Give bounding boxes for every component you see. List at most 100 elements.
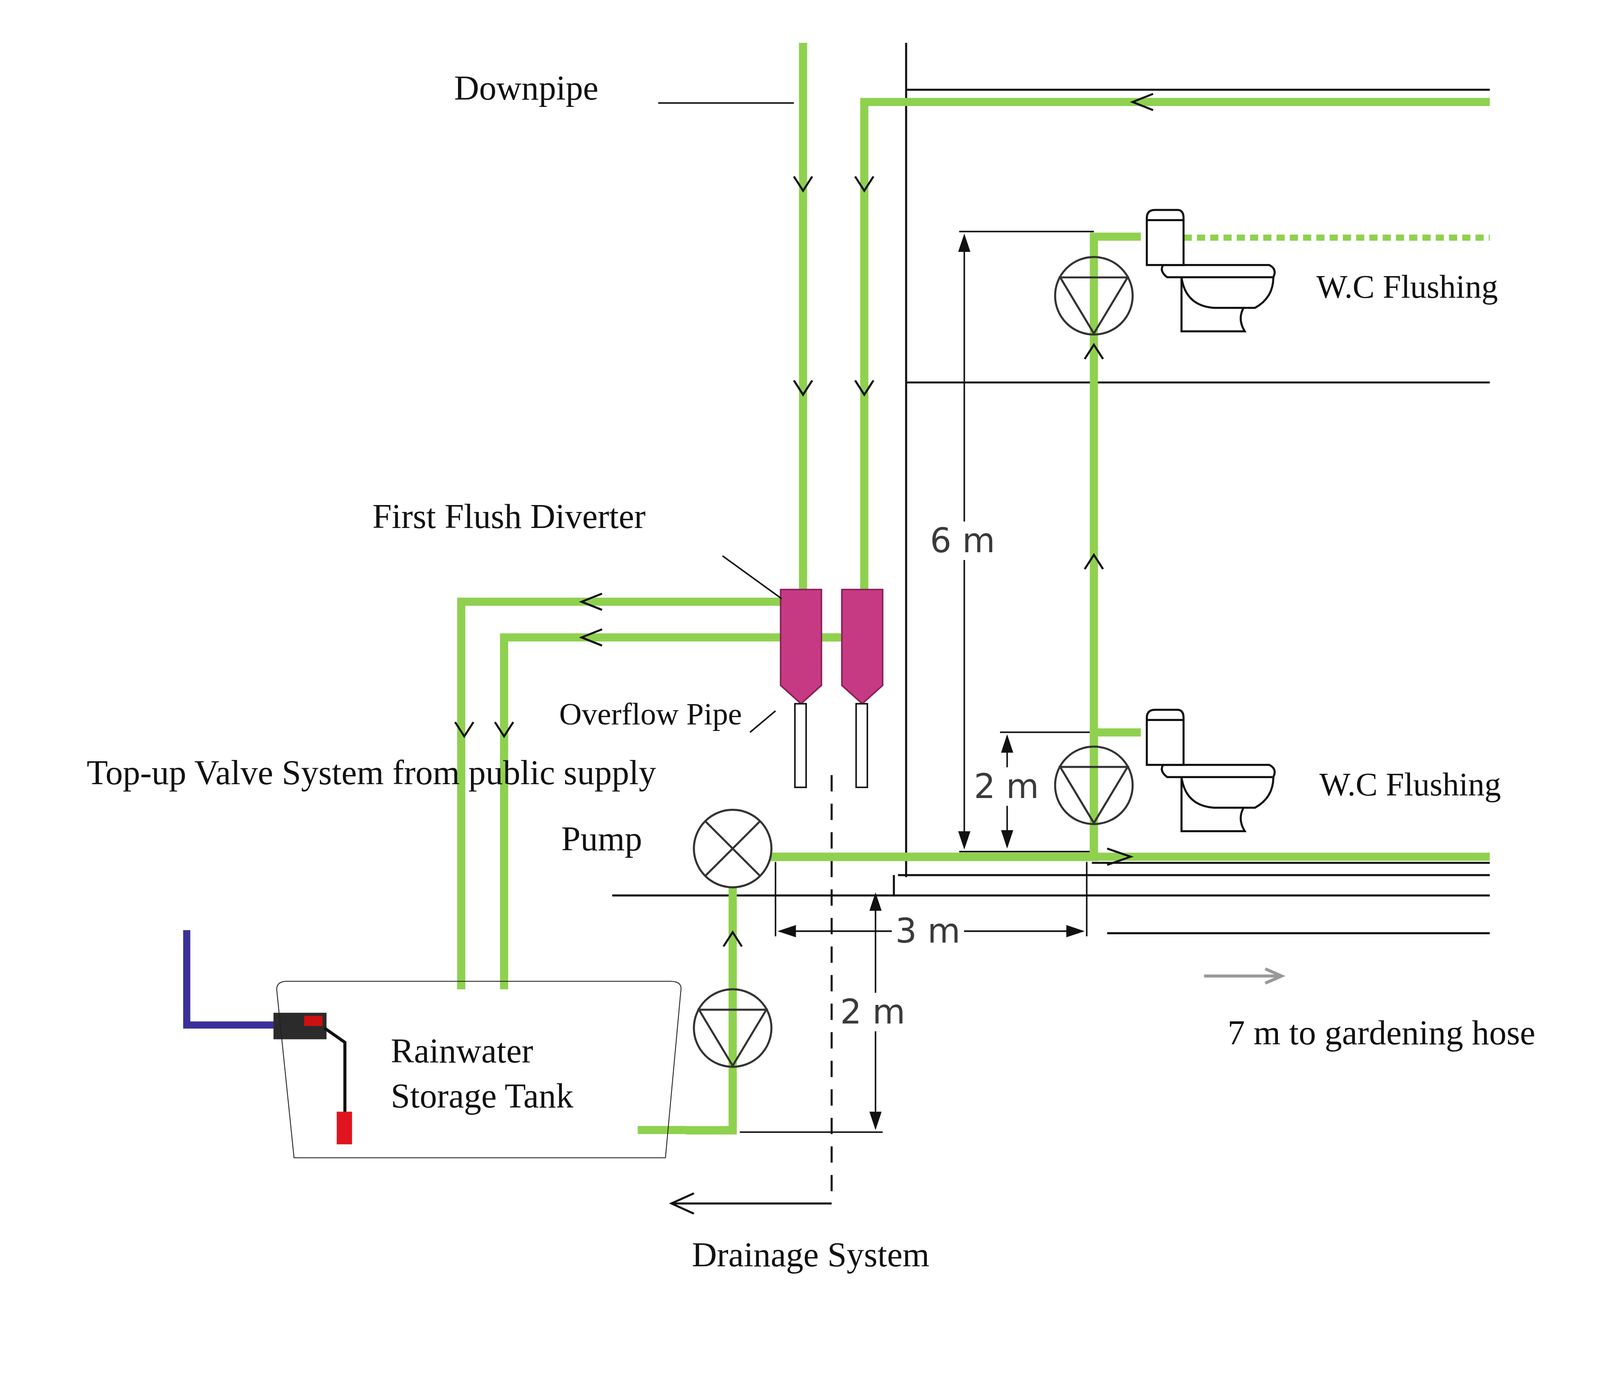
- toilet-symbol: [1146, 210, 1184, 266]
- dimension-arrowheads: [958, 831, 971, 850]
- dimension-arrowheads: [1000, 830, 1013, 849]
- toilet-symbol: [1146, 719, 1184, 722]
- toilet-symbol: [1146, 210, 1275, 332]
- dimension-arrowheads: [1000, 734, 1013, 753]
- dimension-lines: [1000, 731, 1094, 734]
- note-label: 7 m to gardening hose: [1227, 1010, 1600, 1056]
- cistern-feed: [1183, 234, 1490, 241]
- flow-chevrons: [793, 176, 813, 191]
- dimension-arrowheads: [777, 233, 1085, 1131]
- dimension-lines: [1086, 861, 1088, 937]
- garden-arrow: [1203, 974, 1278, 978]
- flow-chevrons: [581, 629, 603, 646]
- leader-line: [750, 711, 776, 733]
- flow-chevrons: [494, 722, 513, 737]
- dimension-label: 2 m: [836, 993, 909, 1033]
- drainage-line: [671, 775, 832, 1214]
- wc-fixture: W.C Flushing: [1140, 203, 1529, 342]
- dimension-label: 3 m: [891, 912, 964, 952]
- check-valve-symbol: [1054, 257, 1133, 335]
- flow-chevrons: [454, 722, 474, 737]
- part-label: Drainage System: [691, 1232, 1039, 1278]
- pipes: [864, 102, 1491, 592]
- pipes: [799, 42, 808, 592]
- pump-symbol: [693, 809, 772, 888]
- dimension-arrowheads: [1066, 925, 1085, 938]
- node-label: W.C Flushing: [1316, 265, 1499, 309]
- dimension-arrowheads: [777, 925, 796, 938]
- flow-chevrons: [1132, 93, 1153, 111]
- overflow-pipe: [794, 703, 807, 788]
- water-pipe: [685, 732, 1141, 1131]
- toilet-symbol: [1181, 277, 1274, 309]
- building-lines: [905, 42, 908, 878]
- top-up-valve: [303, 1016, 323, 1027]
- top-up-valve: [186, 930, 352, 1145]
- building-lines: [906, 88, 1490, 91]
- dimension-arrowheads: [958, 233, 971, 252]
- storage-tank: Rainwater Storage Tank: [270, 977, 686, 1162]
- pump-symbol: [693, 809, 772, 888]
- dimension-arrowheads: [869, 1112, 882, 1131]
- dimension-lines: [774, 861, 777, 937]
- check-valve-symbol: [1054, 746, 1133, 825]
- overflow-pipe: [856, 703, 868, 788]
- first-flush-diverter: [841, 589, 883, 704]
- flow-chevrons: [854, 176, 874, 191]
- node-label: W.C Flushing: [1319, 763, 1502, 807]
- pipes: [821, 633, 842, 642]
- first-flush-diverter: [780, 589, 883, 704]
- leader-line: [658, 103, 794, 733]
- building-lines: [1107, 932, 1491, 935]
- flow-chevrons: [723, 345, 1131, 947]
- drainage-line: [673, 1203, 832, 1206]
- drainage-line: [830, 775, 833, 1204]
- dimension-lines: [739, 231, 1094, 1133]
- toilet-symbol: [1181, 777, 1274, 809]
- flow-chevrons: [793, 380, 813, 395]
- leader-line: [658, 102, 794, 104]
- flow-chevrons: [1084, 554, 1104, 570]
- flow-chevrons: [1084, 345, 1104, 360]
- dimension-lines: [739, 1131, 883, 1134]
- pipes: [461, 42, 1490, 1131]
- part-label: Overflow Pipe: [559, 694, 886, 734]
- check-valve-symbol: [1060, 767, 1128, 824]
- dimension-label: 6 m: [926, 521, 999, 561]
- wc-fixture: W.C Flushing: [1140, 703, 1529, 847]
- building-lines: [893, 894, 1491, 897]
- toilet-symbol: [1146, 710, 1275, 832]
- dimension-lines: [959, 230, 1094, 233]
- node-label: Rainwater Storage Tank: [390, 1028, 591, 1119]
- top-up-valve: [324, 1028, 346, 1115]
- top-up-valve: [186, 930, 278, 1026]
- flow-chevrons: [581, 593, 603, 611]
- garden-arrow: [1265, 969, 1282, 984]
- part-label: Pump: [561, 816, 642, 862]
- drainage-line: [671, 1193, 694, 1214]
- overflow-pipe: [794, 703, 868, 788]
- check-valve-symbol: [693, 989, 772, 1068]
- part-label: Downpipe: [454, 65, 599, 111]
- building-lines: [1091, 861, 1490, 865]
- garden-arrow: [1203, 969, 1282, 984]
- building-lines: [897, 874, 1490, 877]
- top-up-valve: [336, 1112, 352, 1145]
- flow-chevrons: [723, 932, 742, 947]
- check-valve-symbol: [693, 257, 1133, 1068]
- part-label: First Flush Diverter: [372, 493, 646, 539]
- first-flush-diverter: [780, 589, 822, 704]
- toilet-symbol: [1161, 765, 1275, 778]
- pipes: [637, 1126, 686, 1135]
- flow-chevrons: [1107, 848, 1131, 866]
- water-pipe: [685, 236, 1141, 1131]
- flow-chevrons: [454, 93, 1153, 737]
- dimension-label: 2 m: [970, 767, 1043, 807]
- pump-symbol: [705, 821, 761, 877]
- leader-line: [722, 555, 782, 599]
- pipes: [461, 601, 781, 990]
